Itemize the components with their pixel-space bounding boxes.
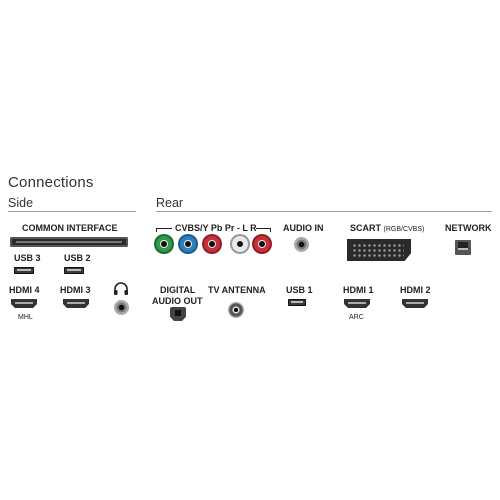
hdmi2-port [402, 299, 428, 308]
usb3-port [14, 267, 34, 274]
audio-in-label: AUDIO IN [283, 223, 324, 233]
page-title: Connections [8, 174, 94, 191]
section-side: Side [8, 196, 34, 210]
rca-green-port [156, 236, 172, 252]
usb1-label: USB 1 [286, 285, 313, 295]
digital-audio-out-label-line1: DIGITAL [160, 285, 196, 295]
hdmi3-label: HDMI 3 [60, 285, 91, 295]
hdmi4-port [11, 299, 37, 308]
tv-antenna-port [228, 302, 244, 318]
headphone-jack [114, 300, 129, 315]
group-bracket-left-tick [156, 228, 157, 232]
scart-pins [352, 243, 404, 257]
network-port [455, 240, 471, 255]
common-interface-label: COMMON INTERFACE [22, 223, 118, 233]
hdmi4-mhl-label: MHL [18, 314, 33, 321]
scart-sub-label: (RGB/CVBS) [383, 226, 425, 233]
group-bracket-right [256, 228, 270, 229]
hdmi3-port [63, 299, 89, 308]
common-interface-slot [10, 237, 128, 247]
component-group-label: CVBS/Y Pb Pr - L R [175, 223, 257, 233]
section-rear: Rear [156, 196, 184, 210]
tv-antenna-label: TV ANTENNA [208, 285, 266, 295]
digital-audio-out-port [170, 307, 186, 321]
rca-audio-red-port [254, 236, 270, 252]
rca-red-port [204, 236, 220, 252]
scart-label-text: SCART [350, 223, 381, 233]
network-label: NETWORK [445, 223, 492, 233]
usb1-port [288, 299, 306, 306]
usb3-label: USB 3 [14, 253, 41, 263]
audio-in-jack [294, 237, 309, 252]
group-bracket-left [156, 228, 172, 229]
hdmi1-label: HDMI 1 [343, 285, 374, 295]
hdmi1-port [344, 299, 370, 308]
rca-audio-white-port [232, 236, 248, 252]
hdmi2-label: HDMI 2 [400, 285, 431, 295]
scart-label: SCART (RGB/CVBS) [350, 223, 424, 233]
group-bracket-right-tick [270, 228, 271, 232]
usb2-label: USB 2 [64, 253, 91, 263]
rca-blue-port [180, 236, 196, 252]
usb2-port [64, 267, 84, 274]
hdmi4-label: HDMI 4 [9, 285, 40, 295]
headphone-icon [113, 282, 129, 296]
side-rule [8, 211, 136, 212]
hdmi1-arc-label: ARC [349, 314, 364, 321]
digital-audio-out-label-line2: AUDIO OUT [152, 296, 203, 306]
rear-rule [156, 211, 492, 212]
